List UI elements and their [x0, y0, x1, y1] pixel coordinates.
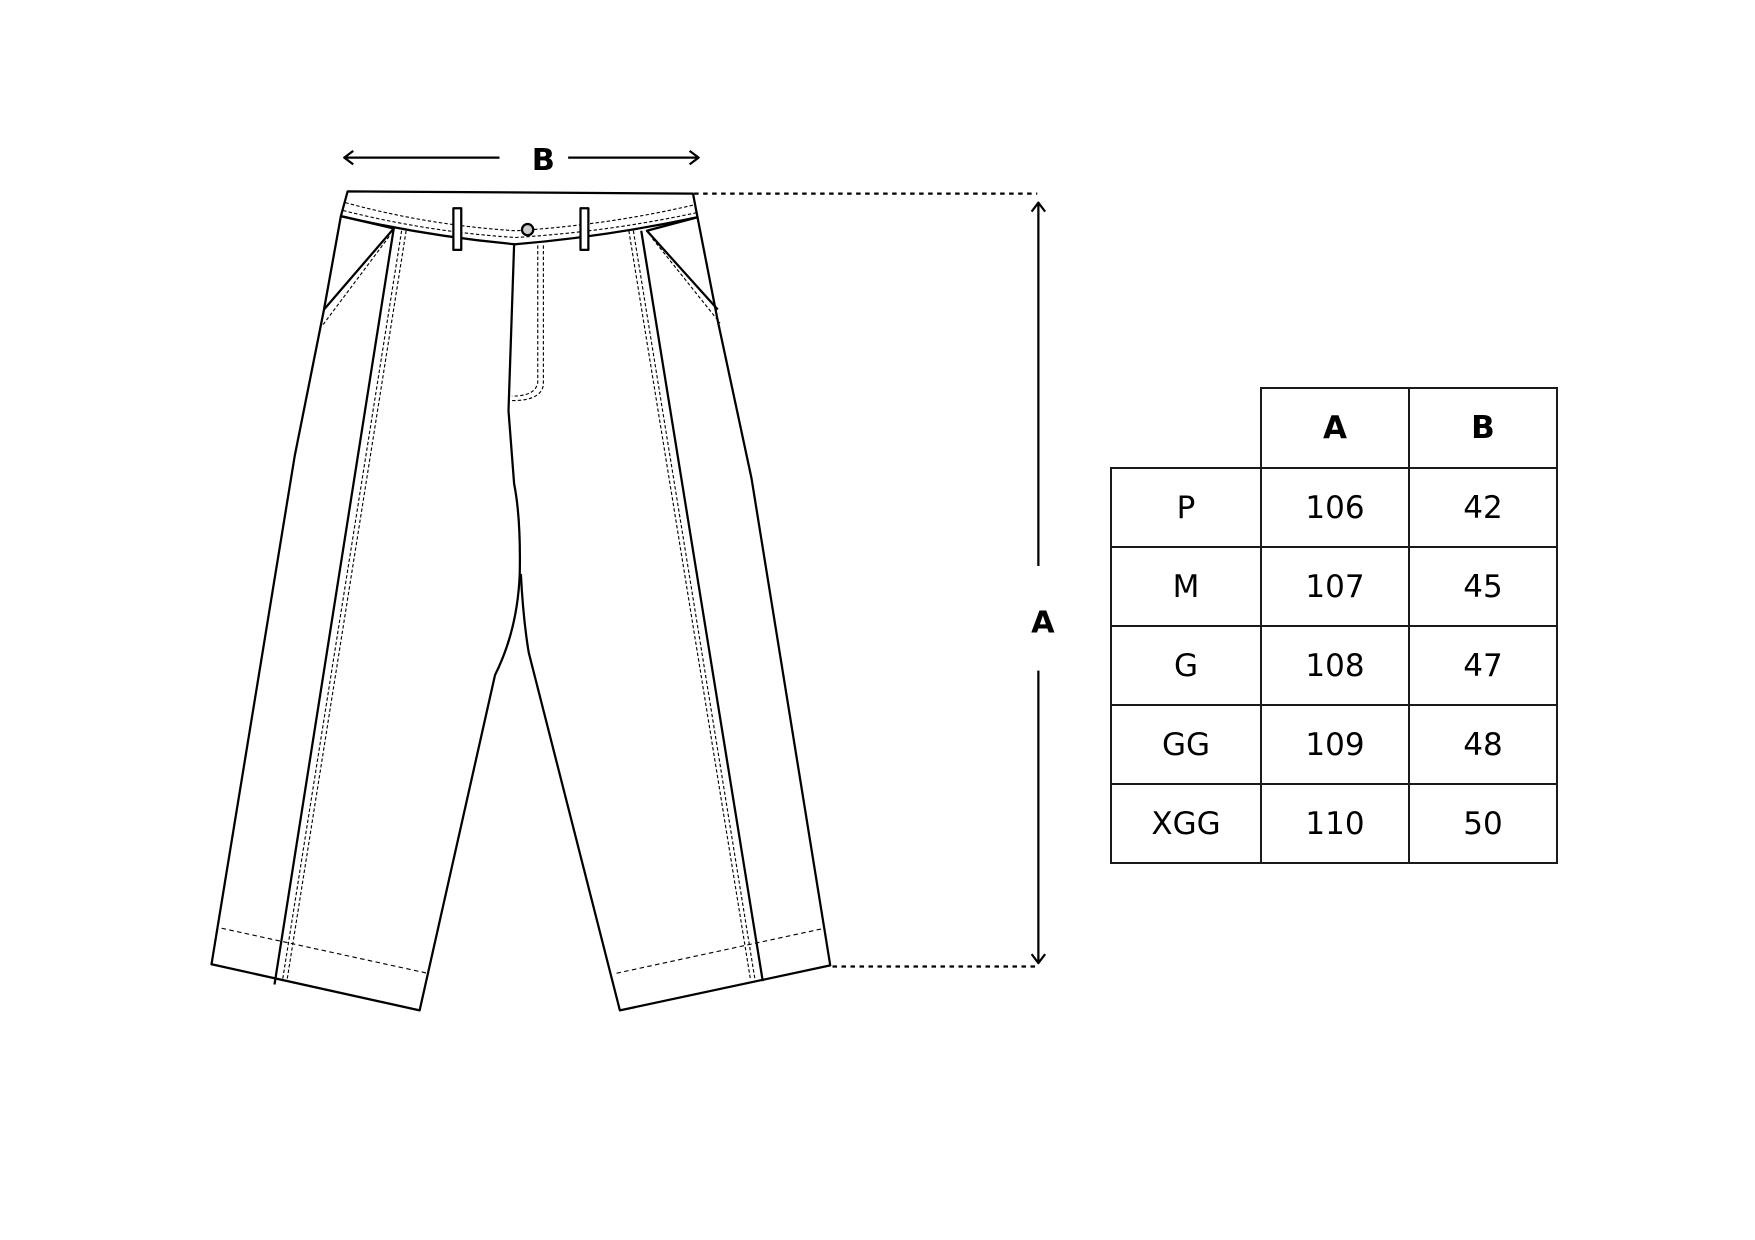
- size-cell: G: [1110, 625, 1262, 706]
- a-cell: 110: [1260, 783, 1410, 864]
- button-icon: [520, 222, 535, 237]
- a-cell: 109: [1260, 704, 1410, 785]
- size-cell: P: [1110, 467, 1262, 548]
- right-side-seam: [640, 230, 764, 982]
- width-label: B: [532, 143, 555, 178]
- size-cell: XGG: [1110, 783, 1262, 864]
- belt-loop-right: [579, 207, 590, 251]
- size-cell: M: [1110, 546, 1262, 627]
- table-row: P 106 42: [1110, 467, 1558, 548]
- length-dimension-arrow: [1030, 201, 1047, 965]
- size-cell: GG: [1110, 704, 1262, 785]
- right-pocket: [645, 216, 719, 311]
- table-row: XGG 110 50: [1110, 783, 1558, 864]
- waistband: [339, 190, 699, 246]
- column-header-a: A: [1260, 387, 1410, 469]
- length-label: A: [1031, 605, 1055, 640]
- left-pocket: [323, 215, 395, 311]
- b-cell: 42: [1408, 467, 1558, 548]
- right-hem: [616, 927, 825, 974]
- b-cell: 45: [1408, 546, 1558, 627]
- table-row: GG 109 48: [1110, 704, 1558, 785]
- right-leg: [519, 217, 832, 1012]
- belt-loop-left: [452, 207, 463, 251]
- b-cell: 47: [1408, 625, 1558, 706]
- left-hem: [221, 927, 428, 974]
- a-cell: 106: [1260, 467, 1410, 548]
- column-header-b: B: [1408, 387, 1558, 469]
- b-cell: 50: [1408, 783, 1558, 864]
- fly-stitch: [511, 245, 539, 397]
- table-header-row: A B: [1111, 387, 1558, 469]
- a-cell: 107: [1260, 546, 1410, 627]
- table-row: M 107 45: [1110, 546, 1558, 627]
- table-row: G 108 47: [1110, 625, 1558, 706]
- left-leg: [210, 215, 522, 1012]
- a-cell: 108: [1260, 625, 1410, 706]
- left-side-seam: [273, 228, 395, 985]
- waistband-stitch: [345, 202, 695, 232]
- width-dimension-arrow: [343, 149, 700, 166]
- size-table: A B P 106 42 M 107 45 G 108 47 GG 109 48…: [1110, 387, 1558, 864]
- b-cell: 48: [1408, 704, 1558, 785]
